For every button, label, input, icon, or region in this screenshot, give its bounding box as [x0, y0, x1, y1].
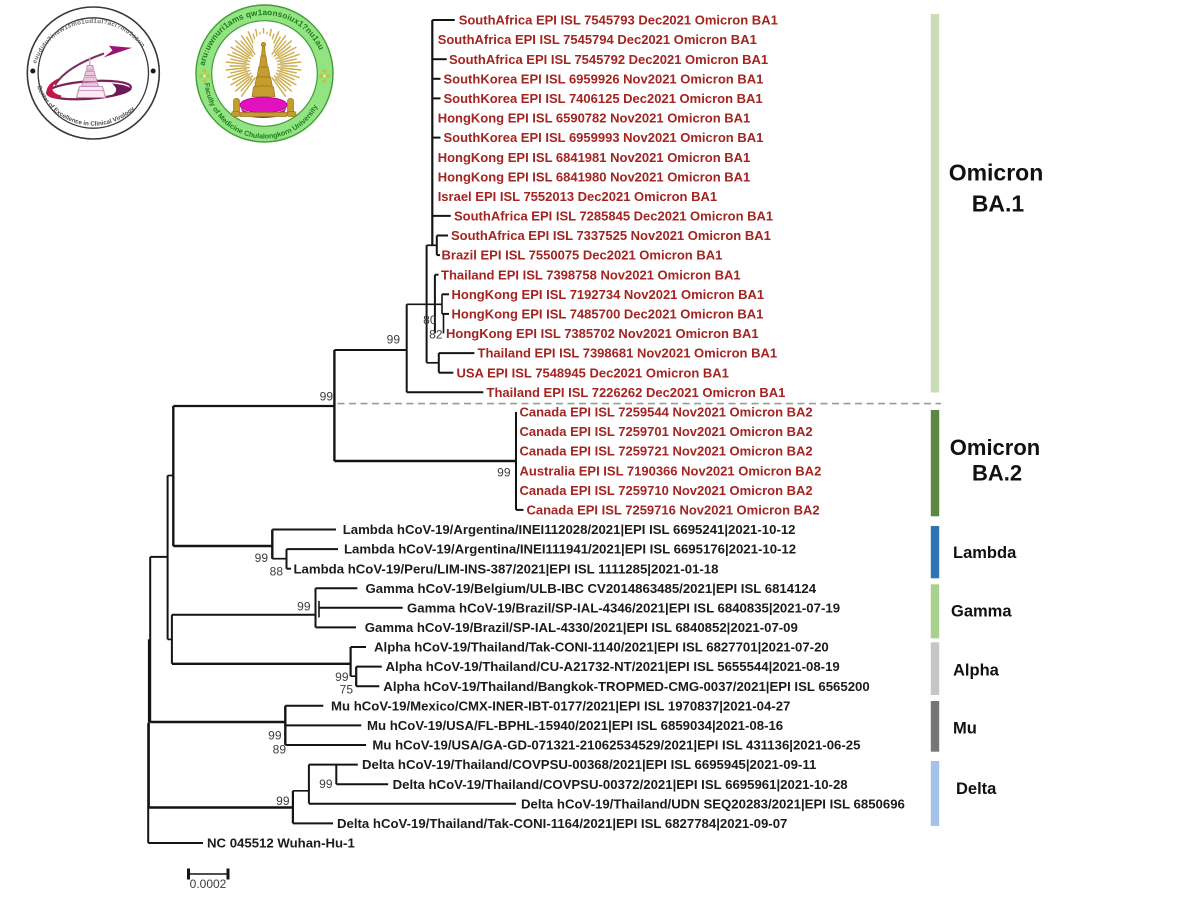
svg-text:Gamma hCoV-19/Brazil/SP-IAL-43: Gamma hCoV-19/Brazil/SP-IAL-4346/2021|EP…	[407, 600, 840, 615]
svg-text:Delta: Delta	[956, 780, 997, 798]
svg-text:Alpha: Alpha	[953, 662, 1000, 680]
svg-text:82: 82	[429, 328, 443, 342]
svg-text:Gamma hCoV-19/Belgium/ULB-IBC: Gamma hCoV-19/Belgium/ULB-IBC CV20148634…	[366, 581, 817, 596]
svg-text:SouthKorea EPI ISL 6959926 Nov: SouthKorea EPI ISL 6959926 Nov2021 Omicr…	[444, 71, 764, 86]
svg-text:Brazil EPI ISL 7550075 Dec2021: Brazil EPI ISL 7550075 Dec2021 Omicron B…	[442, 248, 723, 263]
svg-text:NC 045512 Wuhan-Hu-1: NC 045512 Wuhan-Hu-1	[207, 836, 355, 851]
svg-text:Mu hCoV-19/USA/FL-BPHL-15940/2: Mu hCoV-19/USA/FL-BPHL-15940/2021|EPI IS…	[367, 718, 783, 733]
svg-text:Mu: Mu	[953, 719, 977, 737]
svg-text:99: 99	[320, 390, 334, 404]
svg-text:Mu hCoV-19/USA/GA-GD-071321-21: Mu hCoV-19/USA/GA-GD-071321-21062534529/…	[372, 738, 860, 753]
svg-text:Canada EPI ISL 7259710 Nov2021: Canada EPI ISL 7259710 Nov2021 Omicron B…	[520, 483, 813, 498]
svg-text:USA EPI ISL 7548945 Dec2021 Om: USA EPI ISL 7548945 Dec2021 Omicron BA1	[457, 365, 729, 380]
svg-text:SouthAfrica EPI ISL 7285845 De: SouthAfrica EPI ISL 7285845 Dec2021 Omic…	[454, 209, 773, 224]
svg-text:89: 89	[273, 743, 287, 757]
svg-text:Canada EPI ISL 7259701 Nov2021: Canada EPI ISL 7259701 Nov2021 Omicron B…	[520, 424, 813, 439]
svg-text:99: 99	[276, 794, 290, 808]
svg-text:SouthAfrica EPI ISL 7545792 De: SouthAfrica EPI ISL 7545792 Dec2021 Omic…	[449, 52, 768, 67]
svg-text:HongKong EPI ISL 7485700 Dec20: HongKong EPI ISL 7485700 Dec2021 Omicron…	[452, 307, 764, 322]
svg-text:Israel EPI ISL 7552013 Dec2021: Israel EPI ISL 7552013 Dec2021 Omicron B…	[438, 189, 717, 204]
svg-text:Canada EPI ISL 7259721 Nov2021: Canada EPI ISL 7259721 Nov2021 Omicron B…	[520, 444, 813, 459]
svg-text:Thailand EPI ISL 7226262 Dec20: Thailand EPI ISL 7226262 Dec2021 Omicron…	[487, 385, 786, 400]
svg-text:BA.1: BA.1	[972, 191, 1025, 217]
svg-text:HongKong EPI ISL 7192734 Nov20: HongKong EPI ISL 7192734 Nov2021 Omicron…	[452, 287, 765, 302]
svg-text:SouthKorea EPI ISL 6959993 Nov: SouthKorea EPI ISL 6959993 Nov2021 Omicr…	[444, 130, 764, 145]
svg-text:HongKong EPI ISL 7385702 Nov20: HongKong EPI ISL 7385702 Nov2021 Omicron…	[446, 326, 759, 341]
svg-text:HongKong EPI ISL 6590782 Nov20: HongKong EPI ISL 6590782 Nov2021 Omicron…	[438, 111, 751, 126]
svg-text:99: 99	[387, 333, 401, 347]
svg-text:HongKong EPI ISL 6841980 Nov20: HongKong EPI ISL 6841980 Nov2021 Omicron…	[438, 169, 751, 184]
svg-text:99: 99	[297, 600, 311, 614]
svg-text:80: 80	[423, 313, 437, 327]
svg-text:BA.2: BA.2	[972, 461, 1022, 486]
svg-text:Canada EPI ISL 7259716 Nov2021: Canada EPI ISL 7259716 Nov2021 Omicron B…	[527, 503, 820, 518]
svg-text:0.0002: 0.0002	[190, 877, 227, 891]
svg-text:SouthAfrica EPI ISL 7337525 No: SouthAfrica EPI ISL 7337525 Nov2021 Omic…	[451, 228, 771, 243]
svg-text:Lambda hCoV-19/Argentina/INEI1: Lambda hCoV-19/Argentina/INEI112028/2021…	[343, 522, 796, 537]
svg-text:SouthAfrica EPI ISL 7545794 De: SouthAfrica EPI ISL 7545794 Dec2021 Omic…	[438, 32, 757, 47]
svg-text:Canada EPI ISL 7259544 Nov2021: Canada EPI ISL 7259544 Nov2021 Omicron B…	[520, 405, 813, 420]
svg-text:Australia EPI ISL 7190366 Nov2: Australia EPI ISL 7190366 Nov2021 Omicro…	[520, 463, 822, 478]
svg-text:SouthKorea EPI ISL 7406125 Dec: SouthKorea EPI ISL 7406125 Dec2021 Omicr…	[444, 91, 763, 106]
svg-text:Lambda hCoV-19/Argentina/INEI1: Lambda hCoV-19/Argentina/INEI111941/2021…	[344, 542, 796, 557]
svg-text:SouthAfrica EPI ISL 7545793 De: SouthAfrica EPI ISL 7545793 Dec2021 Omic…	[459, 13, 778, 28]
svg-text:Gamma: Gamma	[951, 603, 1012, 621]
svg-text:Lambda hCoV-19/Peru/LIM-INS-38: Lambda hCoV-19/Peru/LIM-INS-387/2021|EPI…	[294, 561, 719, 576]
svg-text:Delta hCoV-19/Thailand/UDN SEQ: Delta hCoV-19/Thailand/UDN SEQ20283/2021…	[521, 796, 905, 811]
svg-text:Lambda: Lambda	[953, 544, 1017, 562]
svg-text:99: 99	[319, 777, 333, 791]
svg-text:Alpha hCoV-19/Thailand/Tak-CON: Alpha hCoV-19/Thailand/Tak-CONI-1140/202…	[374, 640, 829, 655]
svg-text:Delta hCoV-19/Thailand/Tak-CON: Delta hCoV-19/Thailand/Tak-CONI-1164/202…	[337, 816, 787, 831]
svg-text:99: 99	[497, 466, 511, 480]
svg-text:Thailand EPI ISL 7398758 Nov20: Thailand EPI ISL 7398758 Nov2021 Omicron…	[441, 267, 741, 282]
svg-text:HongKong EPI ISL 6841981 Nov20: HongKong EPI ISL 6841981 Nov2021 Omicron…	[438, 150, 751, 165]
svg-text:Delta hCoV-19/Thailand/COVPSU-: Delta hCoV-19/Thailand/COVPSU-00372/2021…	[393, 777, 848, 792]
svg-text:99: 99	[255, 551, 269, 565]
svg-text:99: 99	[268, 729, 282, 743]
svg-text:99: 99	[335, 670, 349, 684]
svg-text:88: 88	[270, 565, 284, 579]
svg-text:Omicron: Omicron	[950, 435, 1040, 460]
svg-text:Mu hCoV-19/Mexico/CMX-INER-IBT: Mu hCoV-19/Mexico/CMX-INER-IBT-0177/2021…	[331, 698, 790, 713]
svg-text:Delta hCoV-19/Thailand/COVPSU-: Delta hCoV-19/Thailand/COVPSU-00368/2021…	[362, 757, 816, 772]
svg-text:Omicron: Omicron	[949, 160, 1044, 186]
svg-text:Alpha hCoV-19/Thailand/Bangkok: Alpha hCoV-19/Thailand/Bangkok-TROPMED-C…	[383, 679, 869, 694]
svg-text:Gamma hCoV-19/Brazil/SP-IAL-43: Gamma hCoV-19/Brazil/SP-IAL-4330/2021|EP…	[365, 620, 798, 635]
svg-text:Alpha hCoV-19/Thailand/CU-A217: Alpha hCoV-19/Thailand/CU-A21732-NT/2021…	[386, 659, 840, 674]
svg-text:75: 75	[340, 683, 354, 697]
svg-text:Thailand EPI ISL 7398681 Nov20: Thailand EPI ISL 7398681 Nov2021 Omicron…	[478, 346, 778, 361]
